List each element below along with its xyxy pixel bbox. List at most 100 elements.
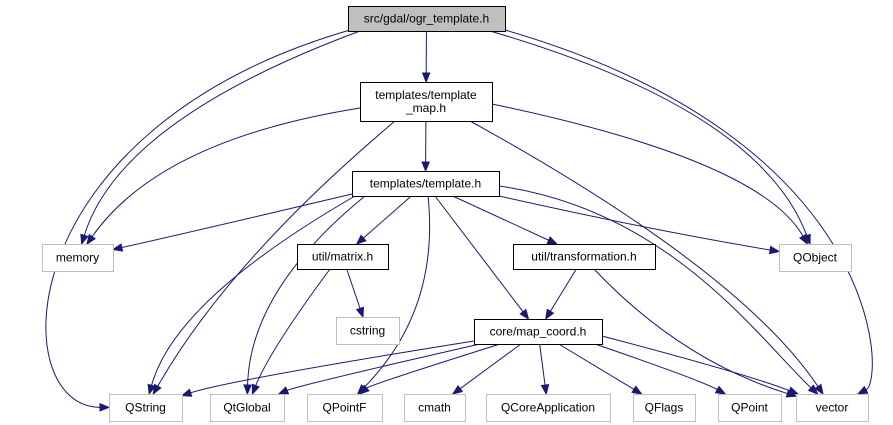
node-label: src/gdal/ogr_template.h (364, 12, 489, 26)
edge-arrowhead (80, 233, 89, 246)
edge-map_coord_h-to-qpoint (594, 343, 727, 395)
node-qtglobal: QtGlobal (210, 394, 285, 422)
node-template-h[interactable]: templates/template.h (352, 171, 500, 197)
node-cstring: cstring (336, 317, 400, 345)
node-qcoreapplication: QCoreApplication (486, 394, 611, 422)
nodes-layer: src/gdal/ogr_template.h templates/templat… (42, 6, 869, 422)
edge-arrowhead (798, 233, 809, 246)
node-label: QPointF (322, 401, 366, 415)
node-transformation-h[interactable]: util/transformation.h (513, 244, 656, 270)
node-label: util/matrix.h (312, 250, 373, 264)
edge-arrowhead (787, 386, 800, 395)
node-label: cmath (418, 401, 451, 415)
node-cmath: cmath (404, 394, 466, 422)
node-box (779, 244, 852, 272)
node-vector: vector (796, 394, 869, 422)
node-box (336, 317, 400, 345)
node-label: util/transformation.h (531, 250, 636, 264)
edge-arrowhead (358, 384, 370, 395)
node-label: memory (56, 251, 99, 265)
node-box (474, 319, 603, 345)
node-memory: memory (42, 244, 114, 272)
edge-transformation_h-to-vector (593, 268, 798, 398)
node-label: QString (125, 401, 166, 415)
node-label: templates/template (375, 88, 477, 102)
edge-line (489, 30, 808, 236)
edge-arrowhead (86, 233, 96, 246)
edge-line (539, 343, 546, 386)
edge-template_map_h-to-template_h (421, 120, 430, 173)
edge-arrowhead (355, 306, 365, 319)
node-box (352, 171, 500, 197)
edge-arrowhead (546, 236, 559, 245)
edge-line (452, 195, 549, 241)
edge-arrowhead (111, 243, 124, 252)
node-box (360, 82, 493, 122)
edge-line (190, 340, 475, 394)
edge-arrowhead (519, 308, 530, 321)
edge-line (498, 185, 812, 389)
node-map-coord-h[interactable]: core/map_coord.h (474, 319, 603, 345)
node-qflags: QFlags (633, 394, 696, 422)
node-qobject: QObject (779, 244, 852, 272)
edge-line (121, 193, 353, 249)
edge-arrowhead (355, 234, 367, 245)
node-ogr-template-h[interactable]: src/gdal/ogr_template.h (348, 6, 506, 32)
node-label: QFlags (645, 401, 684, 415)
edge-map_coord_h-to-vector (601, 335, 800, 395)
edge-map_coord_h-to-qpointf (358, 343, 501, 395)
edge-line (255, 268, 331, 386)
node-label: QtGlobal (223, 401, 270, 415)
node-qpoint: QPoint (718, 394, 782, 422)
edge-line (593, 268, 788, 395)
node-box (486, 394, 611, 422)
edge-line (45, 29, 351, 408)
edge-template_h-to-vector (498, 185, 819, 395)
node-box (109, 394, 183, 422)
edge-arrowhead (856, 385, 869, 395)
edge-arrowhead (768, 245, 781, 255)
edge-line (157, 120, 396, 387)
edge-arrowhead (421, 161, 430, 173)
node-box (210, 394, 285, 422)
edge-line (491, 103, 804, 237)
node-box (796, 394, 869, 422)
edge-line (363, 195, 431, 388)
node-box (297, 244, 389, 270)
node-matrix-h[interactable]: util/matrix.h (297, 244, 389, 270)
node-box (404, 394, 466, 422)
edge-arrowhead (540, 384, 550, 396)
node-label: core/map_coord.h (490, 325, 587, 339)
edge-line (247, 195, 366, 386)
edge-template_h-to-qstring (147, 195, 356, 396)
node-label: cstring (350, 324, 385, 338)
node-box (307, 394, 383, 422)
edge-arrowhead (631, 385, 643, 395)
edge-line (91, 107, 361, 237)
edge-arrowhead (807, 384, 819, 395)
edge-matrix_h-to-qtglobal (251, 268, 331, 396)
node-label: QCoreApplication (501, 401, 595, 415)
node-label: vector (816, 401, 849, 415)
edge-line (601, 335, 790, 392)
edge-ogr_template_h-to-template_map_h (421, 30, 431, 84)
edge-line (459, 343, 522, 390)
edge-line (83, 30, 361, 236)
edge-arrowhead (147, 383, 156, 396)
node-template-map-h[interactable]: templates/template_map.h (360, 82, 493, 122)
edge-template_map_h-to-memory (86, 107, 361, 246)
node-label: templates/template.h (370, 177, 481, 191)
edge-ogr_template_h-to-qobject (489, 30, 811, 246)
edge-line (498, 195, 771, 251)
node-qstring: QString (109, 394, 183, 422)
edge-line (363, 195, 412, 239)
node-box (348, 6, 506, 32)
edge-arrowhead (180, 388, 193, 397)
edge-arrowhead (251, 383, 260, 396)
edge-arrowhead (814, 383, 824, 396)
edge-map_coord_h-to-qflags (558, 343, 643, 395)
edge-line (549, 268, 577, 312)
node-label: QPoint (731, 401, 768, 415)
edge-line (558, 343, 635, 390)
edge-arrowhead (421, 72, 431, 84)
